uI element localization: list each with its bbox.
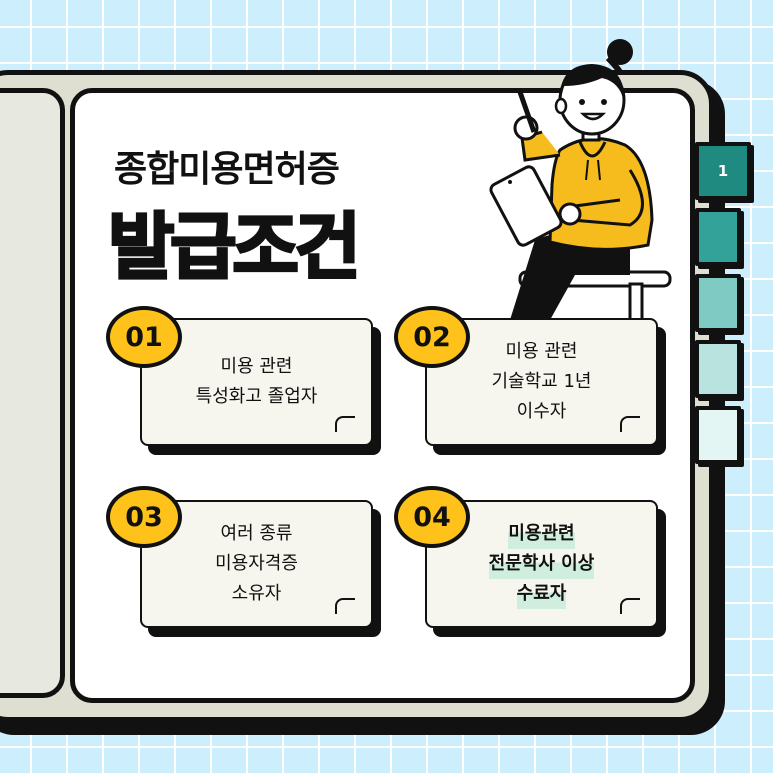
card-line: 이수자	[516, 401, 567, 422]
student-illustration	[489, 39, 672, 326]
card-line: 수료자	[516, 579, 567, 609]
page-curl-icon	[620, 416, 640, 432]
page-title: 발급조건	[107, 204, 363, 291]
page-curl-icon	[335, 416, 355, 432]
page-curl-icon	[335, 598, 355, 614]
left-page	[0, 88, 65, 698]
page-curl-icon	[620, 598, 640, 614]
tab-2[interactable]	[695, 208, 741, 266]
card-line: 소유자	[231, 583, 282, 604]
card-line: 여러 종류	[220, 523, 293, 544]
card-line: 특성화고 졸업자	[195, 386, 318, 407]
card-line: 미용 관련	[220, 356, 293, 377]
tab-label: 1	[717, 162, 729, 180]
page-subtitle: 종합미용면허증	[114, 149, 340, 190]
tab-3[interactable]	[695, 274, 741, 332]
tab-1[interactable]: 1	[695, 142, 751, 200]
tab-4[interactable]	[695, 340, 741, 398]
card-line: 미용관련	[508, 519, 575, 549]
card-line: 미용자격증	[215, 553, 298, 574]
card-line: 기술학교 1년	[491, 371, 592, 392]
condition-number-badge: 04	[394, 486, 470, 548]
tab-5[interactable]	[695, 406, 741, 464]
card-line: 전문학사 이상	[488, 549, 595, 579]
card-line: 미용 관련	[505, 341, 578, 362]
condition-number-badge: 03	[106, 486, 182, 548]
condition-number-badge: 01	[106, 306, 182, 368]
condition-number-badge: 02	[394, 306, 470, 368]
